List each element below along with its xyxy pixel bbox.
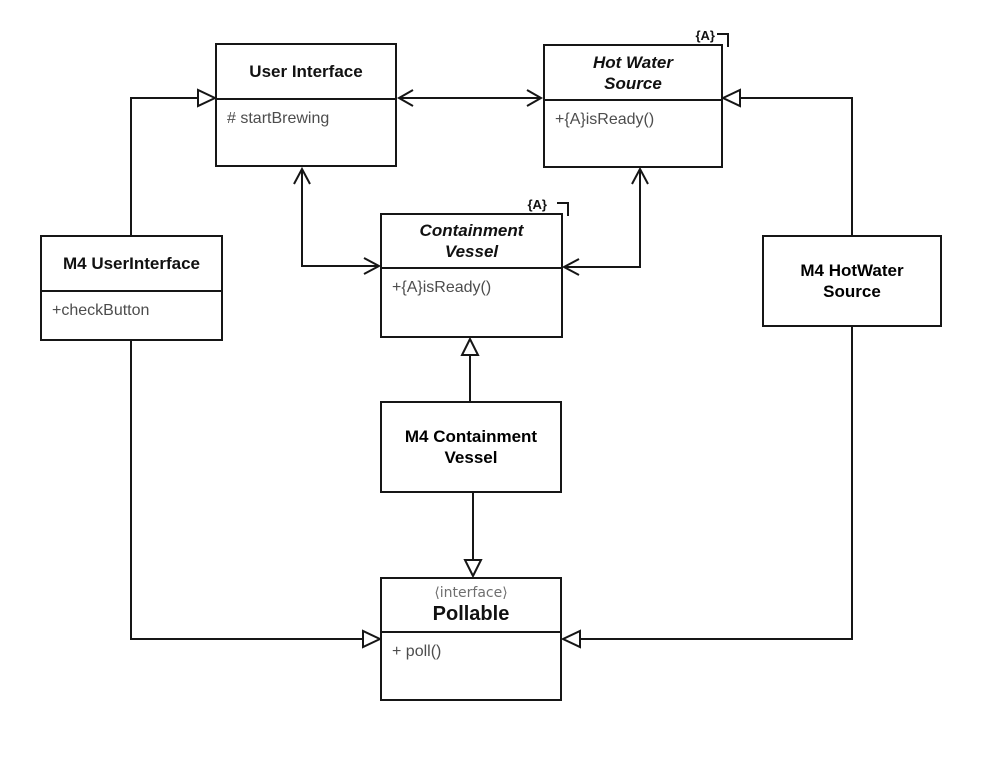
class-title-compartment: Containment Vessel (382, 215, 561, 267)
class-title: Vessel (444, 448, 498, 467)
open-arrowhead (631, 166, 649, 185)
edge-m4hotwatersource-generalizations (560, 88, 853, 649)
class-members-compartment: + poll() (382, 631, 560, 671)
edge-m4containmentvessel-pollable-generalization (463, 492, 483, 579)
class-hot-water-source: {A} Hot Water Source +{A}isReady() (543, 28, 729, 168)
class-title: Vessel (444, 242, 499, 261)
class-title: Containment (419, 221, 524, 240)
edge-userinterface-hotwatersource-association (396, 89, 544, 107)
class-title: User Interface (249, 62, 363, 81)
class-m4-containment-vessel: M4 Containment Vessel (380, 401, 562, 493)
generalization-arrowhead (362, 629, 383, 649)
class-containment-vessel: {A} Containment Vessel +{A}isReady() (380, 197, 569, 338)
class-member: +checkButton (52, 302, 150, 319)
class-title-compartment: M4 UserInterface (42, 237, 221, 290)
class-title: M4 HotWater (800, 261, 904, 280)
class-member: +{A}isReady() (555, 111, 655, 128)
class-member: # startBrewing (227, 110, 330, 127)
generalization-arrowhead (460, 336, 480, 356)
generalization-arrowhead (463, 559, 483, 579)
class-title: Source (604, 73, 662, 93)
class-member: +{A}isReady() (392, 279, 492, 296)
class-title-compartment: ⟨interface⟩ Pollable (382, 579, 560, 631)
edge-m4containmentvessel-containmentvessel-generalization (460, 336, 480, 402)
class-title: Hot Water (593, 52, 673, 72)
edge-m4userinterface-generalizations (130, 88, 383, 649)
open-arrowhead (293, 166, 311, 185)
class-m4-hotwater-source: M4 HotWater Source (762, 235, 942, 327)
class-title: M4 UserInterface (62, 254, 200, 273)
open-arrowhead (526, 89, 544, 107)
interface-stereotype: ⟨interface⟩ (434, 584, 508, 601)
generalization-arrowhead (560, 629, 581, 649)
open-arrowhead (363, 257, 382, 275)
class-title: M4 Containment (404, 427, 538, 446)
corner-notch-icon (717, 33, 729, 47)
class-members-compartment: +{A}isReady() (545, 99, 721, 139)
generalization-arrowhead (197, 88, 218, 108)
open-arrowhead (396, 89, 414, 107)
class-title: Pollable (432, 602, 510, 625)
class-member: + poll() (392, 643, 442, 660)
class-m4-userinterface: M4 UserInterface +checkButton (40, 235, 223, 341)
open-arrowhead (561, 258, 580, 276)
class-title: Source (823, 282, 881, 301)
class-members-compartment: # startBrewing (217, 98, 395, 138)
class-members-compartment: +checkButton (42, 290, 221, 330)
edge-hotwatersource-containmentvessel-association (561, 166, 649, 276)
class-title-compartment: M4 Containment Vessel (382, 403, 560, 491)
class-user-interface: User Interface # startBrewing (215, 43, 397, 167)
class-title-compartment: Hot Water Source (545, 46, 721, 99)
edge-userinterface-containmentvessel-association (293, 166, 382, 275)
abstract-tag: {A} (527, 197, 547, 212)
interface-pollable: ⟨interface⟩ Pollable + poll() (380, 577, 562, 701)
class-members-compartment: +{A}isReady() (382, 267, 561, 307)
generalization-arrowhead (720, 88, 741, 108)
corner-notch-icon (557, 202, 569, 216)
abstract-tag: {A} (695, 28, 715, 43)
class-title-compartment: M4 HotWater Source (764, 237, 940, 325)
class-title-compartment: User Interface (217, 45, 395, 98)
